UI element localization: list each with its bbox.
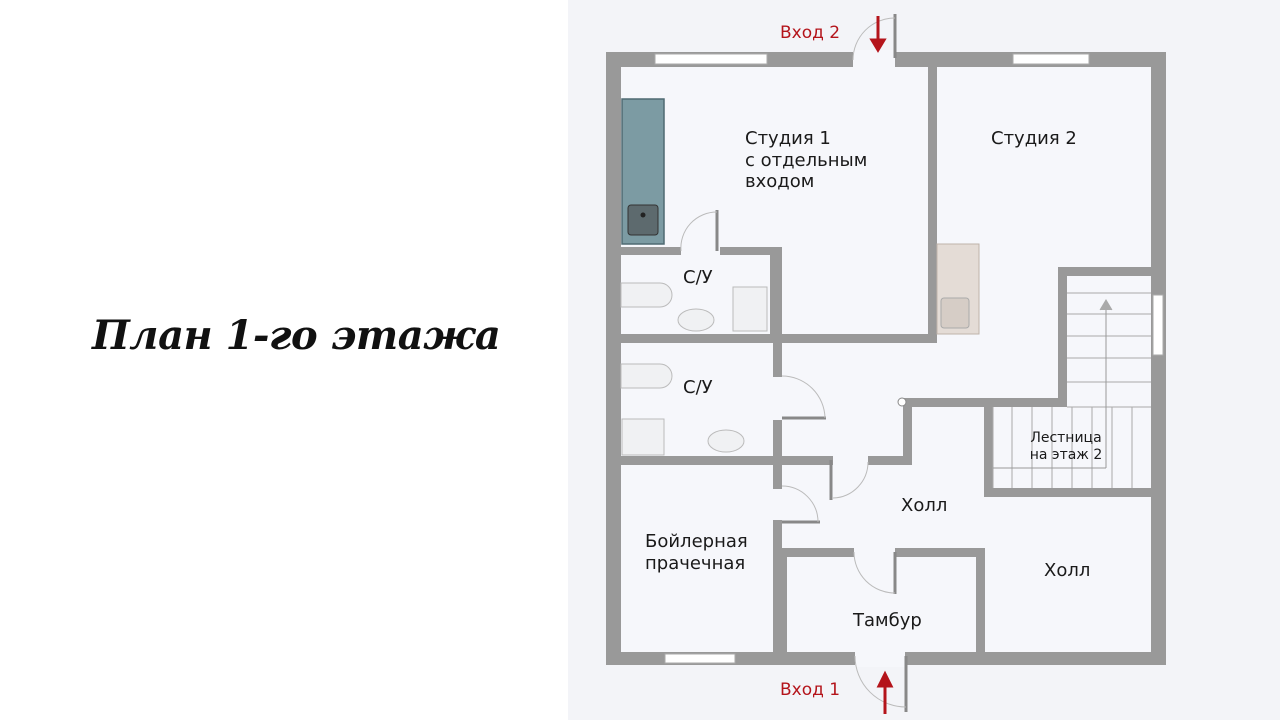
room-label-bathroom-2: С/У <box>683 377 713 398</box>
room-label-hall-right: Холл <box>1044 560 1091 581</box>
entrance-arrows <box>869 16 894 714</box>
windows <box>654 53 1164 664</box>
kitchen-counter-studio2 <box>936 243 980 335</box>
room-label-vestibule: Тамбур <box>853 610 922 631</box>
room-label-staircase: Лестница на этаж 2 <box>1029 430 1103 463</box>
column-marker <box>897 397 907 407</box>
room-label-studio1: Студия 1 с отдельным входом <box>745 128 868 193</box>
bath-fixtures <box>620 282 768 456</box>
kitchen-counter-studio1 <box>621 98 665 245</box>
entrance-label-2: Вход 2 <box>780 23 841 43</box>
floor <box>614 58 1160 660</box>
interior-walls <box>621 67 1151 652</box>
room-label-boiler: Бойлерная прачечная <box>645 531 748 574</box>
page-title: План 1-го этажа <box>92 312 501 359</box>
entrance-label-1: Вход 1 <box>780 680 841 700</box>
staircase <box>992 292 1151 488</box>
room-label-bathroom-1: С/У <box>683 267 713 288</box>
room-label-hall-center: Холл <box>901 495 948 516</box>
room-label-studio2: Студия 2 <box>991 128 1077 149</box>
doors <box>680 14 908 712</box>
